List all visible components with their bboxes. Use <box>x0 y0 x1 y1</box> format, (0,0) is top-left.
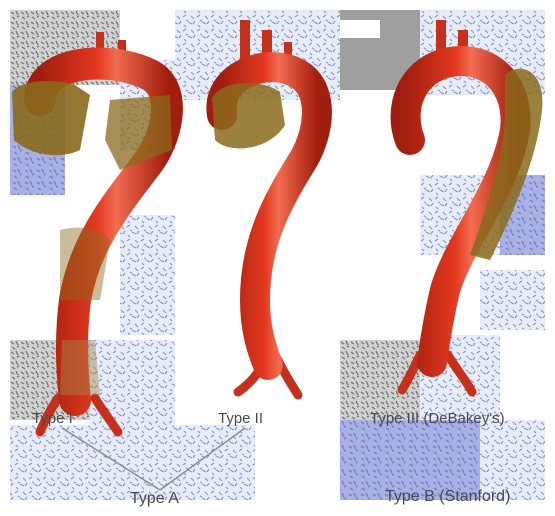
dissection-region <box>60 228 110 300</box>
dissection-region <box>12 81 90 155</box>
pattern-tile <box>95 425 175 500</box>
aorta-type-2 <box>212 20 317 395</box>
pattern-tile <box>480 270 545 330</box>
pattern-tile <box>10 425 95 500</box>
dissection-region <box>212 83 285 149</box>
pattern-tile-light <box>340 20 380 38</box>
label-type-a: Type A <box>130 490 179 508</box>
label-type-b: Type B (Stanford) <box>385 488 510 506</box>
label-type-1: Type I <box>32 410 73 427</box>
label-type-3: Type III (DeBakey's) <box>370 410 505 427</box>
label-type-2: Type II <box>218 410 263 427</box>
dissection-region <box>60 340 100 395</box>
pattern-tile <box>120 215 175 335</box>
pattern-tile <box>175 425 255 500</box>
